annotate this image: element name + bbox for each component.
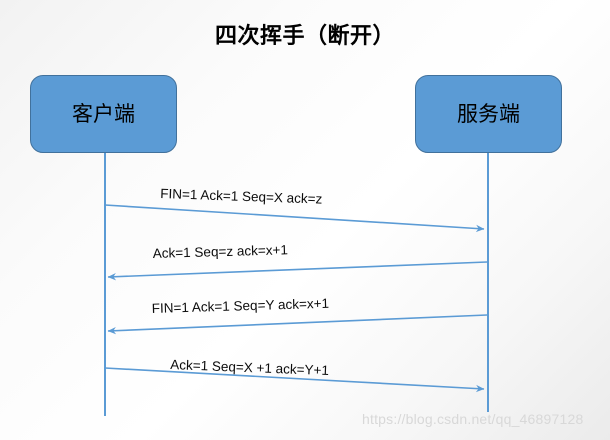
page-title: 四次挥手（断开） <box>214 23 395 48</box>
participant-label-client: 客户端 <box>72 102 135 126</box>
message-arrow-3 <box>107 314 488 335</box>
watermark: https://blog.csdn.net/qq_46897128 <box>362 411 584 427</box>
message-arrow-4 <box>104 367 485 393</box>
message-arrow-1 <box>104 204 485 233</box>
message-arrow-2 <box>107 261 488 281</box>
lifeline-server <box>487 153 489 412</box>
participant-box-server: 服务端 <box>415 75 562 153</box>
lifeline-client <box>104 153 106 416</box>
participant-label-server: 服务端 <box>457 102 520 126</box>
participant-box-client: 客户端 <box>30 75 177 153</box>
